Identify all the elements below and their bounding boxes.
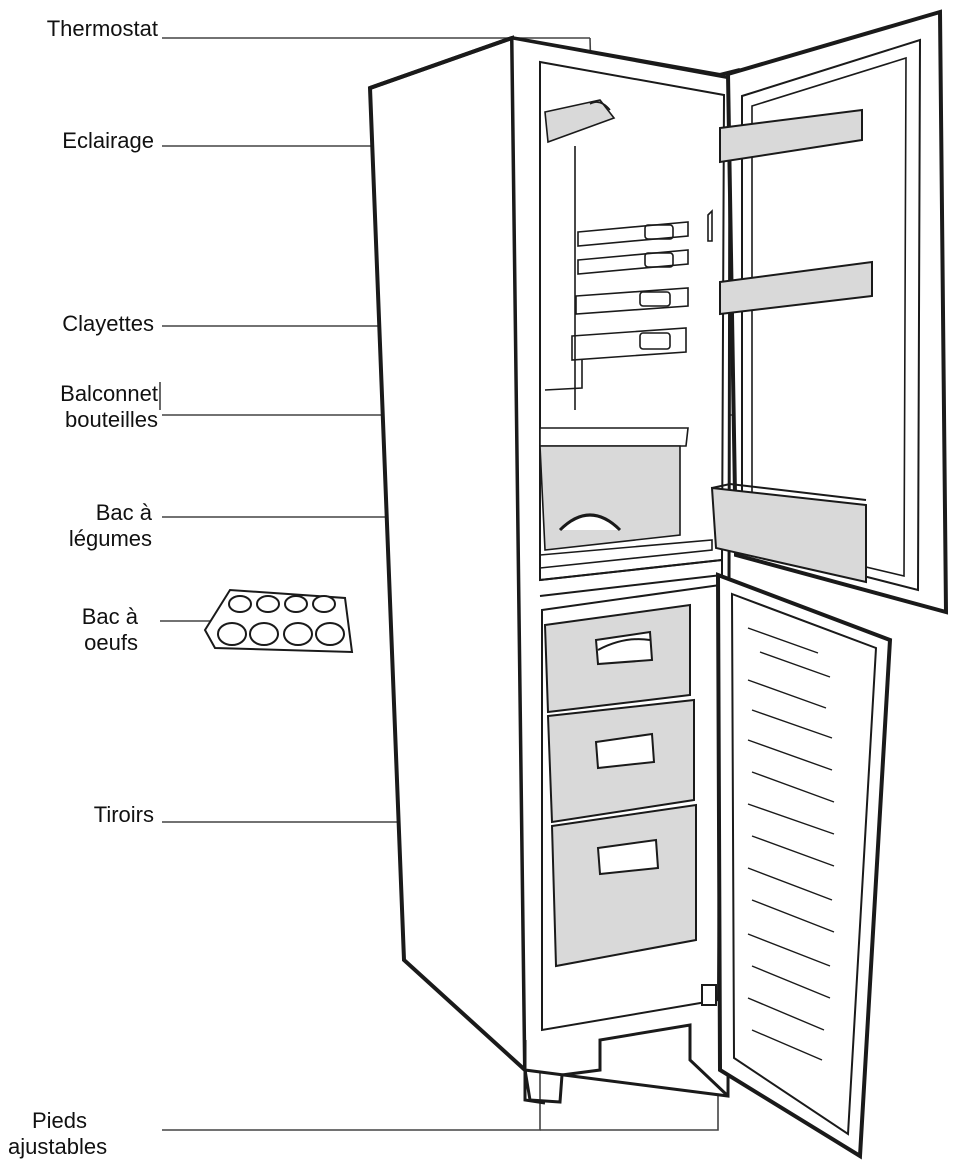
upper-door-inner [741,38,922,592]
door-bin-bottle-rim [711,482,867,501]
door-bin-bottle [710,486,867,584]
label-clayettes: Clayettes [62,311,154,336]
drawer-1 [543,603,691,714]
label-balconnet-line2: bouteilles [65,407,158,432]
label-pieds-line1: Pieds [32,1108,88,1133]
label-bac-legumes: Bac à légumes [8,500,152,552]
egg-cup [249,622,279,646]
drawer-2 [546,698,695,824]
door-bin-mid [719,260,873,316]
upper-door-liner [751,56,907,578]
leader-pieds [162,1035,541,1131]
fridge-side-panel [367,35,528,1075]
light-housing [544,99,616,144]
shelf-support-left [544,360,583,391]
egg-tray [203,588,354,654]
upper-door-outer [725,9,949,615]
crisper-bin [539,445,681,551]
label-pieds-ajustables: Pieds ajustables [8,1108,161,1160]
egg-cup [256,595,280,613]
egg-cup [217,622,247,646]
label-bac-legumes-line2: légumes [68,526,152,551]
lower-door-inner [730,592,878,1136]
crisper-handle [558,513,622,532]
label-pieds-line2: ajustables [8,1134,108,1159]
crisper-floor [539,539,713,569]
label-balconnet-line1: Balconnet [60,381,158,406]
shelf-2 [577,249,689,275]
thermostat-knob [589,101,611,111]
label-eclairage: Eclairage [62,128,154,153]
freezer-hinge-block [701,984,717,1006]
label-bac-oeufs-line2: oeufs [84,630,138,655]
crisper-lid [539,427,689,447]
egg-cup [315,622,345,646]
upper-door [710,9,949,615]
fridge-base [523,1023,730,1104]
egg-cup [228,595,252,613]
fridge-interior-details [539,99,713,569]
fridge-foot-left [523,1040,546,1105]
freezer-drawers [543,603,717,1006]
label-thermostat: Thermostat [46,16,158,41]
label-bac-oeufs: Bac à oeufs [8,604,138,656]
compartment-divider [539,558,723,597]
egg-cup [284,595,308,613]
egg-cup [312,595,336,613]
shelf-4 [571,327,687,361]
shelf-3 [575,287,689,315]
freezer-door-ridges [747,627,835,1061]
egg-cup [283,622,313,646]
drawer-3 [550,803,697,968]
label-balconnet-bouteilles: Balconnet bouteilles [8,381,158,433]
label-bac-oeufs-line1: Bac à [81,604,138,629]
door-bin-top [719,108,863,164]
interior-side-mark [707,209,713,242]
shelf-1 [577,221,689,247]
label-bac-legumes-line1: Bac à [95,500,152,525]
lower-door [715,572,893,1160]
label-tiroirs: Tiroirs [93,802,154,827]
lower-door-outer [715,572,893,1160]
